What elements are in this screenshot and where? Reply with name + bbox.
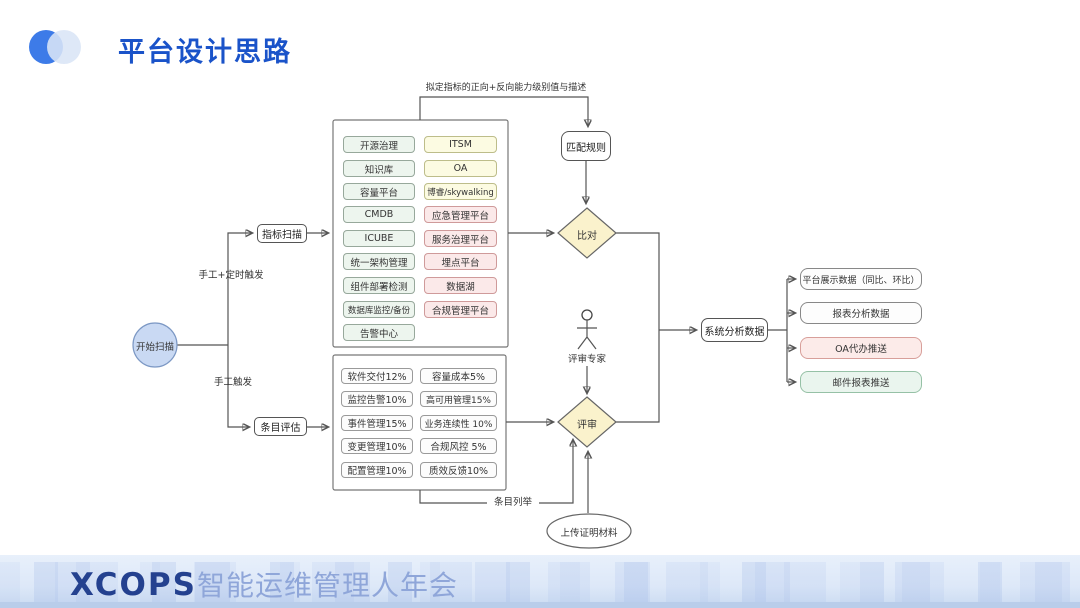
footer-brand: XCOPS [70, 567, 197, 603]
system-box: ICUBE [343, 230, 415, 247]
weight-box: 监控告警10% [341, 391, 413, 407]
system-box: 数据库监控/备份 [343, 301, 415, 318]
system-box: 服务治理平台 [424, 230, 497, 247]
system-box: OA [424, 160, 497, 177]
system-box: 埋点平台 [424, 253, 497, 270]
weight-box: 配置管理10% [341, 462, 413, 478]
weight-box: 变更管理10% [341, 438, 413, 454]
weight-box: 容量成本5% [420, 368, 497, 384]
output-box: 报表分析数据 [800, 302, 922, 324]
item-list-label: 条目列举 [487, 497, 539, 509]
system-box: CMDB [343, 206, 415, 223]
trigger-top-label: 手工+定时触发 [198, 270, 264, 281]
analysis-node: 系统分析数据 [701, 318, 768, 342]
footer-event-title: 智能运维管理人年会 [196, 569, 458, 602]
system-box: 应急管理平台 [424, 206, 497, 223]
system-box: 告警中心 [343, 324, 415, 341]
page-title: 平台设计思路 [118, 37, 292, 68]
compare-node-label: 比对 [577, 231, 597, 242]
footer-strip [0, 602, 1080, 608]
output-box: 平台展示数据（同比、环比） [800, 268, 922, 290]
top-note: 拟定指标的正向+反向能力级别值与描述 [425, 83, 587, 93]
system-box: 博睿/skywalking [424, 183, 497, 200]
start-circle [132, 322, 178, 368]
upload-node-label: 上传证明材料 [560, 528, 618, 539]
system-box: 组件部署检测 [343, 277, 415, 294]
match-rule-node: 匹配规则 [561, 131, 611, 161]
evaluate-node: 条目评估 [254, 417, 307, 436]
compare-diamond [557, 207, 617, 259]
start-node-label: 开始扫描 [135, 342, 174, 353]
weight-box: 质效反馈10% [420, 462, 497, 478]
system-box: 数据湖 [424, 277, 497, 294]
system-box: 知识库 [343, 160, 415, 177]
weight-box: 事件管理15% [341, 415, 413, 431]
scan-node: 指标扫描 [257, 224, 307, 243]
weight-box: 合规风控 5% [420, 438, 497, 454]
output-box: OA代办推送 [800, 337, 922, 359]
system-box: 容量平台 [343, 183, 415, 200]
system-box: 统一架构管理 [343, 253, 415, 270]
system-box: 合规管理平台 [424, 301, 497, 318]
review-diamond [557, 396, 617, 448]
weight-box: 业务连续性 10% [420, 415, 497, 431]
trigger-bottom-label: 手工触发 [213, 377, 252, 388]
reviewer-actor-label: 评审专家 [567, 354, 606, 365]
system-box: ITSM [424, 136, 497, 153]
skyline-graphic [0, 562, 1080, 608]
weight-box: 高可用管理15% [420, 391, 497, 407]
system-box: 开源治理 [343, 136, 415, 153]
reviewer-actor-icon [577, 309, 597, 350]
review-node-label: 评审 [577, 420, 597, 431]
output-box: 邮件报表推送 [800, 371, 922, 393]
upload-ellipse [546, 513, 632, 549]
brand-logo-icon [29, 30, 81, 64]
weight-box: 软件交付12% [341, 368, 413, 384]
